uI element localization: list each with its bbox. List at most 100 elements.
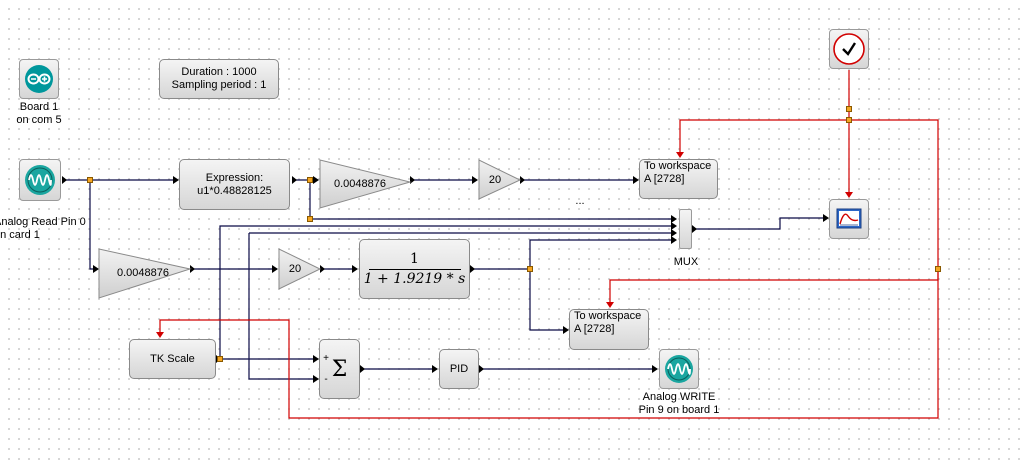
link-tf-to-mux xyxy=(529,239,671,269)
ws-bottom-variable: A [2728] xyxy=(574,323,615,335)
arrow-mux-in1 xyxy=(671,215,677,223)
arrow-mux-in4 xyxy=(671,236,677,244)
arrow-mux-out xyxy=(692,225,697,233)
split-point-mux[interactable] xyxy=(307,216,313,222)
arrow-20-top-in xyxy=(472,176,478,184)
board-label: Board 1 on com 5 xyxy=(0,101,78,127)
board-block[interactable] xyxy=(19,59,59,99)
tk-scale-block[interactable]: TK Scale xyxy=(129,339,216,379)
mux-label: MUX xyxy=(673,256,699,268)
event-arrow-scope xyxy=(845,192,853,198)
analog-read-label: Analog Read Pin 0 on card 1 xyxy=(0,216,90,242)
analog-write-label-line2: Pin 9 on board 1 xyxy=(638,404,720,416)
arrow-gain-top-out xyxy=(410,176,415,184)
arrow-expression-out xyxy=(292,176,297,184)
arrow-sum-minus-in xyxy=(313,375,319,383)
tf-denominator: 1 + 1.9219 * s xyxy=(363,270,466,287)
event-arrow-tkscale xyxy=(156,332,164,338)
split-point-event[interactable] xyxy=(935,266,941,272)
arrow-mux-in3 xyxy=(671,229,677,237)
arduino-icon xyxy=(25,65,53,93)
ws-bottom-title: To workspace xyxy=(574,310,642,322)
analog-write-label-line1: Analog WRITE xyxy=(642,391,716,403)
gain-mid-20-triangle xyxy=(278,248,322,290)
gain-top-triangle xyxy=(319,159,412,209)
tf-numerator: 1 xyxy=(410,250,419,267)
arrow-20-top-out xyxy=(520,176,525,184)
analog-read-label-line2: on card 1 xyxy=(0,229,40,241)
arrow-tf-out xyxy=(470,265,475,273)
transfer-function-block[interactable]: 1 1 + 1.9219 * s xyxy=(359,239,470,299)
split-point-clock-2[interactable] xyxy=(846,117,852,123)
gain-mid-20-value[interactable]: 20 xyxy=(288,263,302,275)
gain-mid-value[interactable]: 0.0048876 xyxy=(117,267,169,279)
arrow-20-mid-out xyxy=(320,265,325,273)
to-workspace-bottom-block[interactable]: To workspace A [2728] xyxy=(569,309,649,350)
gain-mid-triangle xyxy=(98,248,192,299)
ws-top-title: To workspace xyxy=(644,160,712,172)
arrow-tf-in xyxy=(352,265,358,273)
mux-block[interactable] xyxy=(679,209,692,249)
arrow-ws-top-in xyxy=(633,176,639,184)
link-tf-to-workspace xyxy=(529,269,563,331)
event-clock-to-ws-top xyxy=(679,119,849,153)
tf-fraction-bar xyxy=(368,268,461,270)
analog-write-block[interactable] xyxy=(659,349,699,389)
link-mux-to-scope xyxy=(692,217,823,230)
event-to-ws-bottom xyxy=(609,270,939,303)
board-label-line2: on com 5 xyxy=(16,114,62,126)
event-arrow-ws-top xyxy=(676,152,684,158)
pid-block[interactable]: PID xyxy=(439,349,479,389)
arrow-gain-mid-in xyxy=(93,265,99,273)
arrow-sum-out xyxy=(360,365,365,373)
link-feedback-to-sum xyxy=(248,233,313,380)
arrow-mux-in2 xyxy=(671,222,677,230)
arrow-scope-in xyxy=(823,214,829,222)
sampling-period-text: Sampling period : 1 xyxy=(171,79,267,91)
split-point-tkscale[interactable] xyxy=(217,356,223,362)
arrow-pid-out xyxy=(479,365,484,373)
arrow-read-out xyxy=(62,176,67,184)
sum-minus-sign: - xyxy=(324,374,328,385)
sum-block[interactable]: Σ xyxy=(319,339,360,399)
tk-scale-label: TK Scale xyxy=(150,352,195,365)
event-arrow-ws-bottom xyxy=(606,302,614,308)
arrow-gain-top-in xyxy=(313,176,319,184)
split-point-tf[interactable] xyxy=(527,266,533,272)
arrow-sum-plus-in xyxy=(313,355,319,363)
expression-block[interactable]: Expression: u1*0.48828125 xyxy=(179,159,290,210)
split-point-clock-1[interactable] xyxy=(846,106,852,112)
clock-block[interactable] xyxy=(829,29,869,69)
scope-icon xyxy=(836,208,862,229)
arrow-gain-mid-out xyxy=(190,265,195,273)
arrow-ws-bottom-in xyxy=(563,326,569,334)
board-label-line1: Board 1 xyxy=(19,101,59,113)
scope-block[interactable] xyxy=(829,199,869,239)
ws-top-variable: A [2728] xyxy=(644,173,685,185)
duration-text: Duration : 1000 xyxy=(181,66,257,78)
arrow-pid-in xyxy=(432,365,438,373)
sum-symbol: Σ xyxy=(331,356,348,382)
simulation-setup-block[interactable]: Duration : 1000 Sampling period : 1 xyxy=(159,59,279,99)
sum-plus-sign: + xyxy=(323,353,329,364)
analog-read-block[interactable] xyxy=(19,159,61,201)
gain-top-20-triangle xyxy=(478,159,522,200)
link-tkscale-to-mux xyxy=(219,225,671,359)
arrow-write-in xyxy=(652,365,658,373)
expression-title: Expression: xyxy=(205,171,264,184)
to-workspace-top-block[interactable]: To workspace A [2728] xyxy=(639,159,718,199)
split-point-expression[interactable] xyxy=(307,177,313,183)
wave-icon xyxy=(25,165,55,195)
arrow-20-mid-in xyxy=(272,265,278,273)
link-read-to-gain-mid xyxy=(89,180,93,270)
event-clock-right xyxy=(849,119,939,270)
split-point-read[interactable] xyxy=(87,177,93,183)
gain-top-value[interactable]: 0.0048876 xyxy=(334,178,386,190)
gain-top-20-value[interactable]: 20 xyxy=(488,174,502,186)
wave-icon xyxy=(665,355,693,383)
analog-read-label-line1: Analog Read Pin 0 xyxy=(0,216,86,228)
event-to-tkscale xyxy=(159,270,939,419)
expression-formula: u1*0.48828125 xyxy=(197,184,272,197)
